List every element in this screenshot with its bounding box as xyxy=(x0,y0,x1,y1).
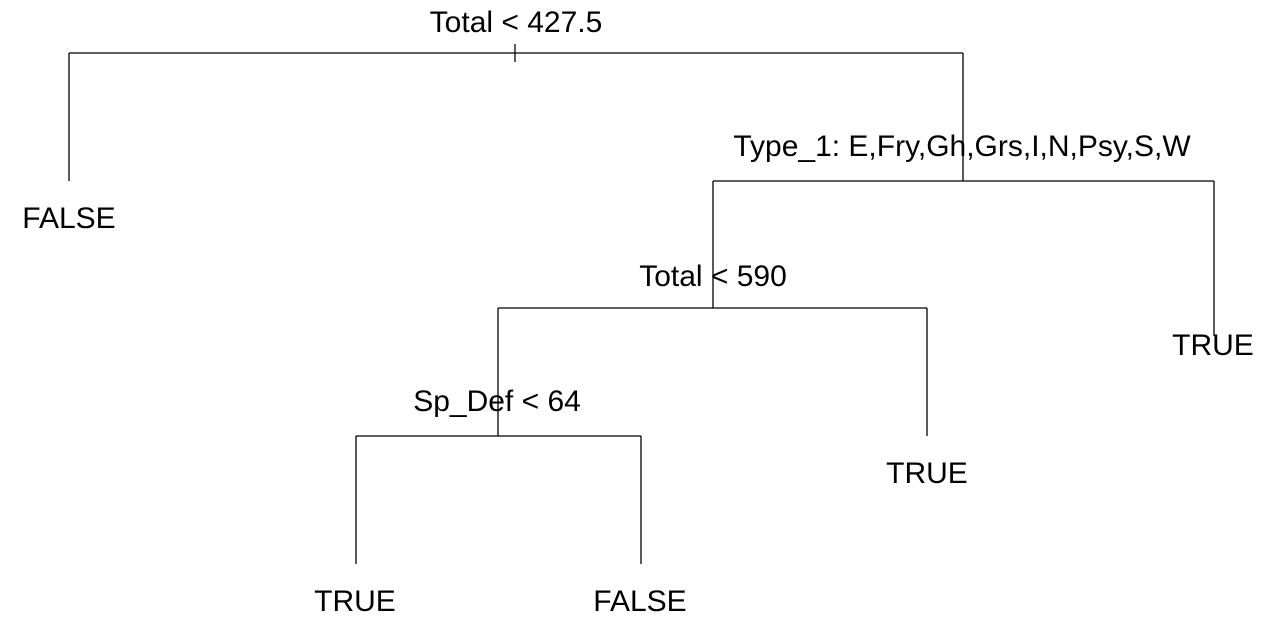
leaf-label-false-5: FALSE xyxy=(593,585,686,618)
node-label-spdef: Sp_Def < 64 xyxy=(413,385,581,418)
node-label-type: Type_1: E,Fry,Gh,Grs,I,N,Psy,S,W xyxy=(733,130,1191,163)
node-label-root: Total < 427.5 xyxy=(430,6,603,39)
leaf-label-true-2: TRUE xyxy=(1172,329,1254,362)
leaf-label-true-3: TRUE xyxy=(886,457,968,490)
split-spdef: Sp_Def < 64 xyxy=(355,385,642,564)
split-root: Total < 427.5 xyxy=(68,6,964,181)
node-label-total-590: Total < 590 xyxy=(639,260,787,293)
split-total-590: Total < 590 xyxy=(497,260,928,436)
split-type: Type_1: E,Fry,Gh,Grs,I,N,Psy,S,W xyxy=(712,130,1215,336)
leaf-label-true-4: TRUE xyxy=(314,585,396,618)
leaf-label-false-1: FALSE xyxy=(22,202,115,235)
